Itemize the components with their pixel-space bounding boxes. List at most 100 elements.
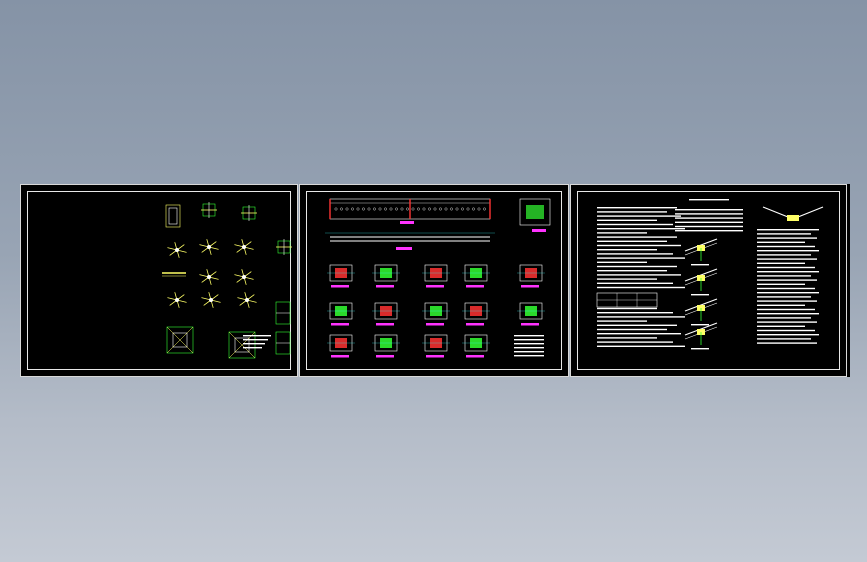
note-line [597,286,685,289]
note-line [597,312,673,314]
note-line [757,271,819,273]
note-line [675,213,743,215]
note-line [757,279,817,281]
notes-title [689,199,729,201]
bolt-hole [362,207,365,211]
note-line [757,266,815,269]
note-line [597,320,647,322]
drawing-sheet-3[interactable] [570,184,847,377]
note-line [757,300,817,302]
bolt-hole [461,207,464,211]
note-line [757,245,815,248]
section-label [396,247,412,250]
detail-box [165,204,181,228]
note-line [757,296,811,298]
section-label [376,355,394,358]
bolt-hole [384,207,387,211]
joint-gusset [242,245,246,249]
note-line [597,307,657,310]
note-line [243,343,265,345]
note-line [243,347,262,349]
note-line [514,335,544,337]
section-label [466,323,484,326]
bolt-hole [433,207,437,211]
joint-gusset [175,248,179,252]
note-line [757,321,817,323]
note-line [597,232,647,234]
section-label [331,285,349,288]
base-plate-inner [172,332,188,348]
bolt-hole [417,207,420,211]
drawing-sheet-2[interactable] [299,184,569,377]
note-line [597,270,667,272]
note-line [757,287,815,290]
bolt-hole [466,207,470,211]
bolt-hole [378,207,382,211]
weld-plate [787,215,799,221]
note-line [757,334,819,336]
cross-section [519,198,551,226]
note-line [597,282,673,284]
bolt-hole [483,207,486,211]
joint-gusset [245,298,249,302]
note-line [597,274,681,276]
section-label [466,355,484,358]
bolt-hole [340,207,343,211]
note-line [597,316,685,318]
note-line [243,335,271,337]
bolt-hole [400,207,404,211]
section-label [426,285,444,288]
base-plate [228,331,256,359]
section-label [426,323,444,326]
note-line [243,339,268,341]
section-label [426,355,444,358]
note-line [597,265,677,268]
bolt-hole [406,207,409,211]
bolt-hole [356,207,360,211]
base-plate-inner [234,337,250,353]
section-label [400,221,414,224]
note-line [597,324,677,326]
sheet-3-frame [577,191,840,370]
note-line [597,341,673,343]
note-line [597,211,667,213]
section-label [331,323,349,326]
sheet-1-drawing [162,202,292,359]
note-line [597,253,673,255]
note-line [597,223,673,226]
section-label [331,355,349,358]
section-label [376,323,394,326]
section-label [466,285,484,288]
section-label [521,323,539,326]
joint-gusset [209,298,213,302]
note-line [757,308,815,311]
drawing-sheet-1[interactable] [20,184,298,377]
note-line [757,241,805,243]
joint-gusset [207,275,211,279]
note-line [757,338,811,340]
note-line [597,261,647,263]
bolt-hole [367,207,371,211]
note-line [597,228,685,230]
bolt-hole [450,207,453,211]
note-line [757,233,811,235]
note-line [757,325,805,327]
note-line [597,328,667,331]
sheet-edge-strip [847,184,850,377]
note-line [514,351,544,353]
base-plate-diagonal [166,326,194,354]
note-line [757,292,819,294]
sheet-3-drawing [596,199,824,350]
note-line [757,283,805,285]
note-line [675,209,743,211]
base-plate [166,326,194,354]
note-line [757,313,819,315]
note-line [757,275,811,277]
bolt-hole [345,207,349,211]
note-line [757,258,817,260]
note-line [757,304,805,306]
note-line [757,250,819,252]
note-line [757,254,811,256]
bolt-hole [477,207,481,211]
